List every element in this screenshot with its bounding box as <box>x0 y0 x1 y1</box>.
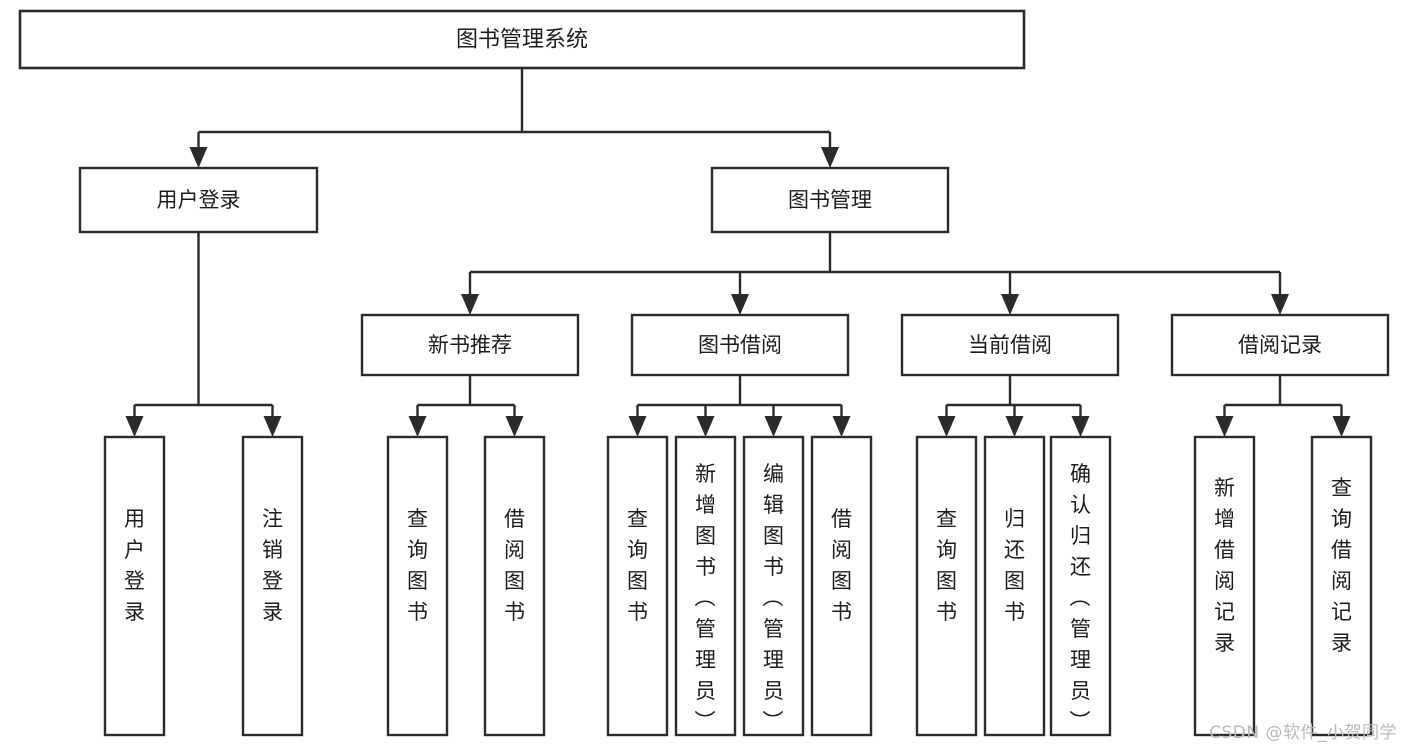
node-leaf-add-book-label: 新增图书（管理员） <box>695 462 717 734</box>
node-leaf-query-book-1-label: 查询图书 <box>407 507 428 624</box>
node-root[interactable]: 图书管理系统 <box>18 9 1026 70</box>
node-leaf-borrow-book-2-label: 借阅图书 <box>831 507 852 624</box>
arrow-head-icon <box>764 416 783 437</box>
arrow-head-icon <box>731 294 749 315</box>
node-borrow-record[interactable]: 借阅记录 <box>1170 313 1390 377</box>
node-book-manage-box <box>710 166 950 234</box>
node-leaf-add-record[interactable]: 新增借阅记录 <box>1193 435 1256 737</box>
node-leaf-user-logout-box <box>241 435 304 737</box>
connector-layer <box>125 68 1351 437</box>
node-leaf-borrow-book-2-box <box>810 435 873 737</box>
arrow-head-icon <box>821 147 839 168</box>
node-leaf-query-book-2-box <box>606 435 669 737</box>
node-user-login[interactable]: 用户登录 <box>78 166 319 234</box>
node-leaf-add-record-label: 新增借阅记录 <box>1214 476 1235 655</box>
arrow-head-icon <box>696 416 715 437</box>
node-leaf-return-book-box <box>983 435 1046 737</box>
node-leaf-query-book-2[interactable]: 查询图书 <box>606 435 669 737</box>
node-leaf-edit-book-label: 编辑图书（管理员） <box>763 462 785 734</box>
arrow-head-icon <box>263 416 282 437</box>
node-leaf-edit-book[interactable]: 编辑图书（管理员） <box>742 435 805 737</box>
arrow-head-icon <box>1071 416 1090 437</box>
node-leaf-user-login-box <box>103 435 166 737</box>
node-leaf-return-book[interactable]: 归还图书 <box>983 435 1046 737</box>
arrow-head-icon <box>1001 294 1019 315</box>
node-user-login-label: 用户登录 <box>157 188 241 212</box>
arrow-head-icon <box>408 416 427 437</box>
node-leaf-query-book-1[interactable]: 查询图书 <box>386 435 449 737</box>
node-leaf-add-book[interactable]: 新增图书（管理员） <box>674 435 737 737</box>
arrow-head-icon <box>1005 416 1024 437</box>
arrow-head-icon <box>1332 416 1351 437</box>
node-book-borrow-box <box>630 313 850 377</box>
arrow-head-icon <box>832 416 851 437</box>
node-leaf-add-record-box <box>1193 435 1256 737</box>
node-leaf-borrow-book-1-label: 借阅图书 <box>504 507 525 624</box>
node-root-label: 图书管理系统 <box>456 28 588 53</box>
node-root-box <box>18 9 1026 70</box>
node-layer: 图书管理系统用户登录图书管理新书推荐图书借阅当前借阅借阅记录用户登录注销登录查询… <box>18 9 1390 737</box>
arrow-head-icon <box>505 416 524 437</box>
node-leaf-query-book-1-box <box>386 435 449 737</box>
node-new-book-recommend-label: 新书推荐 <box>428 333 512 357</box>
node-book-manage[interactable]: 图书管理 <box>710 166 950 234</box>
node-leaf-edit-book-box <box>742 435 805 737</box>
node-leaf-query-record-box <box>1310 435 1373 737</box>
node-user-login-box <box>78 166 319 234</box>
arrow-head-icon <box>125 416 144 437</box>
node-leaf-query-book-2-label: 查询图书 <box>627 507 648 624</box>
node-borrow-record-label: 借阅记录 <box>1238 333 1322 357</box>
node-new-book-recommend[interactable]: 新书推荐 <box>360 313 580 377</box>
node-leaf-confirm-return-label: 确认归还（管理员） <box>1070 462 1092 734</box>
node-current-borrow-label: 当前借阅 <box>968 333 1052 357</box>
node-new-book-recommend-box <box>360 313 580 377</box>
arrow-head-icon <box>1271 294 1289 315</box>
node-leaf-return-book-label: 归还图书 <box>1004 507 1025 624</box>
watermark-text: CSDN @软件_小贺同学 <box>1209 723 1397 743</box>
node-leaf-query-record[interactable]: 查询借阅记录 <box>1310 435 1373 737</box>
node-leaf-user-logout[interactable]: 注销登录 <box>241 435 304 737</box>
node-leaf-query-book-3-box <box>915 435 978 737</box>
node-book-borrow-label: 图书借阅 <box>698 333 782 357</box>
node-leaf-query-book-3-label: 查询图书 <box>936 507 957 624</box>
node-leaf-borrow-book-2[interactable]: 借阅图书 <box>810 435 873 737</box>
arrow-head-icon <box>628 416 647 437</box>
node-leaf-borrow-book-1[interactable]: 借阅图书 <box>483 435 546 737</box>
node-leaf-confirm-return[interactable]: 确认归还（管理员） <box>1049 435 1112 737</box>
arrow-head-icon <box>1215 416 1234 437</box>
arrow-head-icon <box>937 416 956 437</box>
node-leaf-user-logout-label: 注销登录 <box>262 507 283 624</box>
node-leaf-query-record-label: 查询借阅记录 <box>1331 476 1352 655</box>
node-current-borrow[interactable]: 当前借阅 <box>900 313 1120 377</box>
arrow-head-icon <box>461 294 479 315</box>
arrow-head-icon <box>189 147 208 168</box>
node-book-manage-label: 图书管理 <box>788 188 872 212</box>
node-leaf-user-login-label: 用户登录 <box>124 507 145 624</box>
node-leaf-confirm-return-box <box>1049 435 1112 737</box>
node-book-borrow[interactable]: 图书借阅 <box>630 313 850 377</box>
node-leaf-query-book-3[interactable]: 查询图书 <box>915 435 978 737</box>
node-borrow-record-box <box>1170 313 1390 377</box>
node-leaf-user-login[interactable]: 用户登录 <box>103 435 166 737</box>
node-current-borrow-box <box>900 313 1120 377</box>
node-leaf-add-book-box <box>674 435 737 737</box>
node-leaf-borrow-book-1-box <box>483 435 546 737</box>
